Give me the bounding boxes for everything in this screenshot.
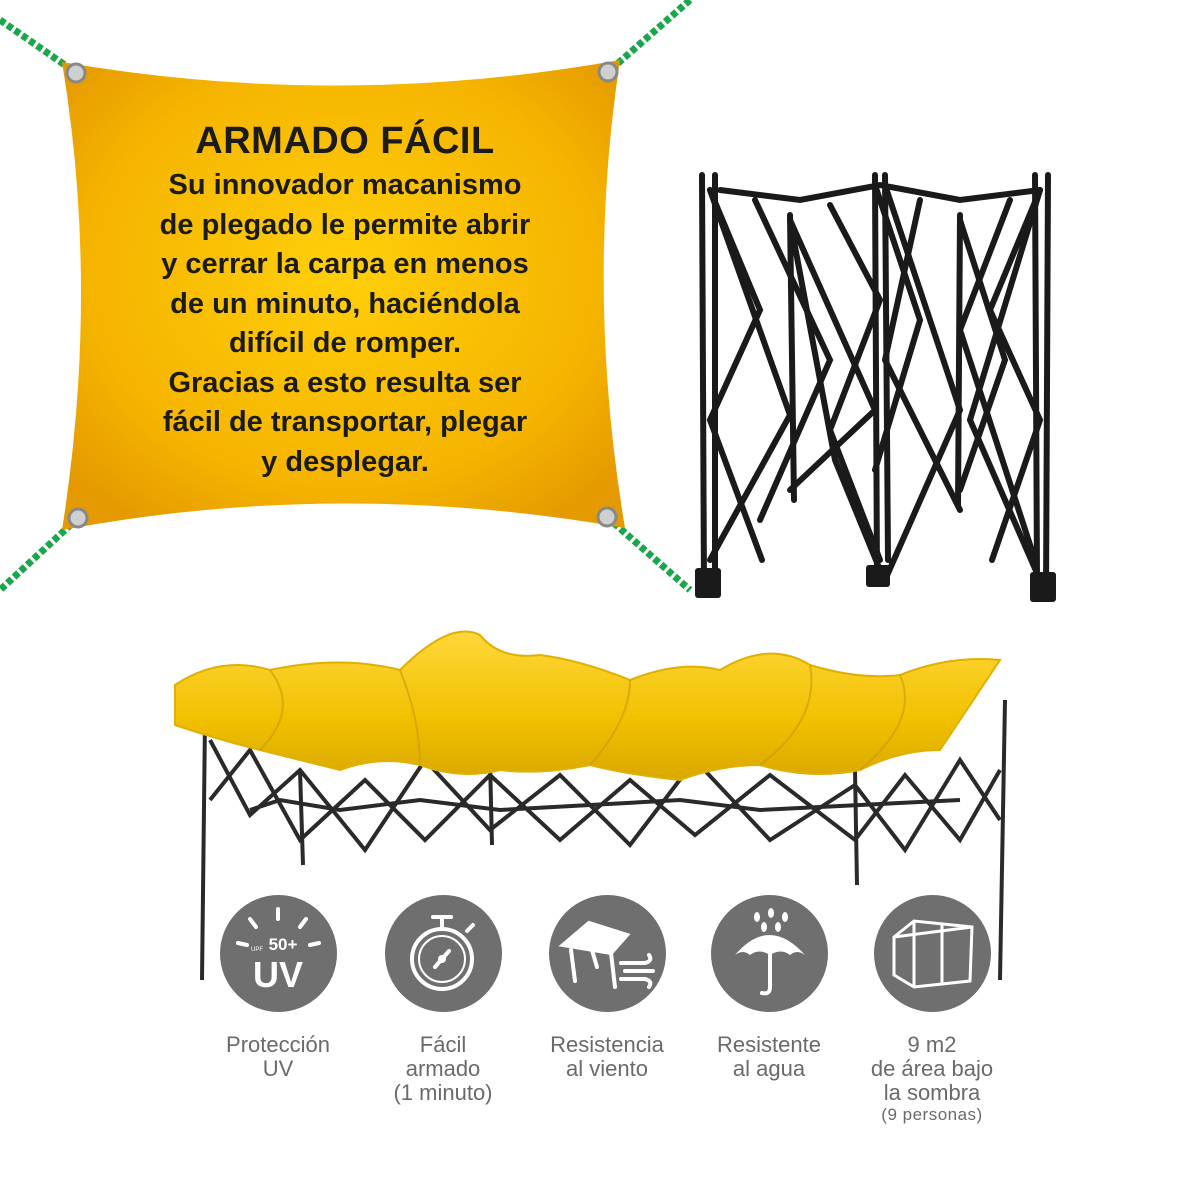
feature-note: (9 personas) bbox=[881, 1105, 983, 1124]
feature-label-line: UV bbox=[262, 1056, 294, 1081]
banner-line: y cerrar la carpa en menos bbox=[161, 248, 529, 280]
folded-frame-illustration bbox=[695, 172, 1056, 602]
feature-uv-protection: 50+ UPF UV Protección UV bbox=[203, 895, 353, 1081]
feature-easy-setup: Fácil armado (1 minuto) bbox=[368, 895, 518, 1105]
feature-label-line: Fácil bbox=[419, 1032, 467, 1057]
feature-label-line: al viento bbox=[566, 1056, 648, 1081]
uv-badge-small: UPF bbox=[251, 947, 263, 953]
feature-wind-resistance: Resistencia al viento bbox=[532, 895, 682, 1081]
open-tent-illustration bbox=[174, 630, 1007, 981]
banner-line: Gracias a esto resulta ser bbox=[168, 366, 522, 399]
banner-line: difícil de romper. bbox=[228, 327, 462, 359]
feature-label-line: armado bbox=[405, 1056, 481, 1081]
rope-top-right bbox=[605, 0, 693, 75]
banner-fabric bbox=[62, 60, 625, 530]
wind-resistance-icon bbox=[548, 895, 666, 1012]
umbrella-rain-icon bbox=[710, 895, 828, 1012]
banner-text-block: ARMADO FÁCIL Su innovador macanismo de p… bbox=[110, 118, 580, 482]
grommet-icon bbox=[67, 507, 89, 529]
banner-line: de un minuto, haciéndola bbox=[170, 287, 520, 320]
stopwatch-icon bbox=[384, 895, 502, 1012]
feature-label-line: (1 minuto) bbox=[393, 1080, 493, 1105]
tent-canopy bbox=[174, 630, 1002, 782]
feature-label-line: 9 m2 bbox=[907, 1032, 957, 1057]
feature-label-line: al agua bbox=[732, 1056, 806, 1081]
feature-label: Fácil armado (1 minuto) bbox=[368, 1033, 518, 1105]
banner-body: Su innovador macanismo de plegado le per… bbox=[110, 166, 580, 482]
banner-line: Su innovador macanismo bbox=[168, 169, 522, 201]
feature-label-line: la sombra bbox=[883, 1080, 981, 1105]
banner-line: de plegado le permite abrir bbox=[159, 208, 531, 241]
grommet-icon bbox=[597, 61, 619, 83]
banner-line: fácil de transportar, plegar bbox=[162, 406, 528, 438]
uv-badge-value: 50+ bbox=[268, 935, 297, 954]
rope-bottom-right bbox=[604, 514, 693, 593]
feature-shade-area: 9 m2 de área bajo la sombra (9 personas) bbox=[857, 895, 1007, 1125]
banner-title: ARMADO FÁCIL bbox=[195, 120, 495, 162]
feature-label: 9 m2 de área bajo la sombra (9 personas) bbox=[857, 1033, 1007, 1125]
grommet-icon bbox=[596, 506, 618, 528]
banner-line: y desplegar. bbox=[261, 445, 429, 478]
feature-label-line: Protección bbox=[226, 1032, 330, 1057]
yellow-banner-illustration bbox=[0, 0, 693, 593]
grommet-icon bbox=[65, 62, 87, 84]
feature-water-resistance: Resistente al agua bbox=[694, 895, 844, 1081]
uv-badge-main: UV bbox=[252, 954, 302, 995]
feature-label: Protección UV bbox=[203, 1033, 353, 1081]
feature-label-line: Resistente bbox=[717, 1032, 821, 1057]
tent-area-icon bbox=[873, 895, 991, 1012]
feature-label-line: Resistencia bbox=[550, 1032, 664, 1057]
feature-label: Resistencia al viento bbox=[532, 1033, 682, 1081]
uv-protection-icon: 50+ UPF UV bbox=[219, 895, 337, 1012]
feature-label-line: de área bajo bbox=[870, 1056, 994, 1081]
features-row: 50+ UPF UV Protección UV bbox=[205, 895, 1015, 1155]
feature-label: Resistente al agua bbox=[694, 1033, 844, 1081]
